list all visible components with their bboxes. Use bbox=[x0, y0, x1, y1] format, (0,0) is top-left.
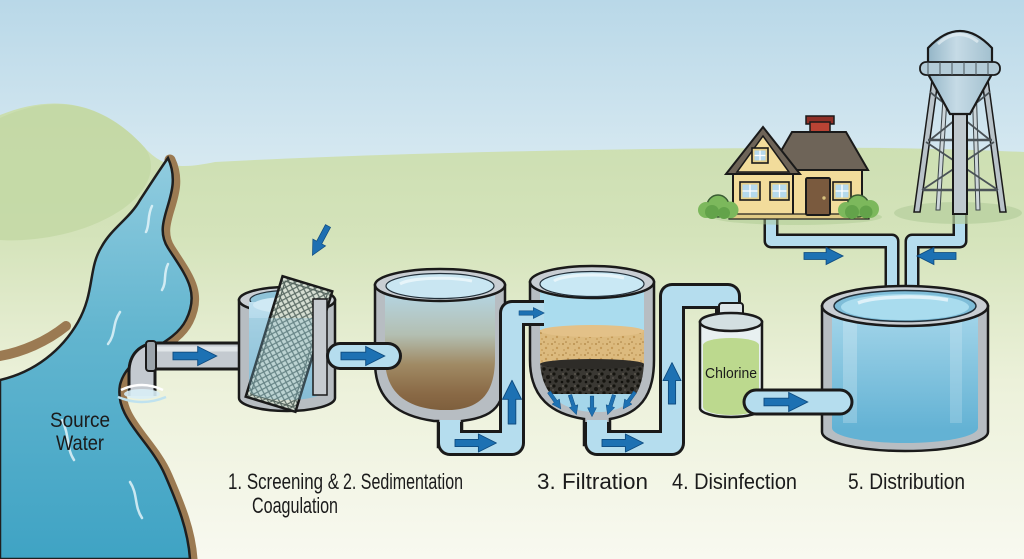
attic-window bbox=[751, 147, 769, 164]
sedimentation-tank bbox=[373, 267, 507, 449]
chlorine-label: Chlorine bbox=[705, 365, 757, 382]
stage-4-label: 4. Disinfection bbox=[672, 469, 797, 494]
pipe-sedimentation-to-filtration bbox=[437, 300, 545, 456]
house-main-roof bbox=[768, 131, 870, 171]
bushes bbox=[698, 194, 879, 219]
left-window bbox=[769, 181, 790, 201]
river-water bbox=[0, 155, 193, 559]
filtration-tank bbox=[528, 264, 656, 447]
tower-supply-pipe bbox=[907, 210, 965, 300]
tank5-water-front bbox=[832, 308, 978, 443]
labels: Source Water 1. Screening & Coagulation … bbox=[50, 409, 965, 518]
intake-pipe bbox=[117, 340, 250, 404]
source-water-label-line2: Water bbox=[56, 432, 104, 455]
pipe-collar bbox=[145, 340, 157, 372]
stage-3-label: 3. Filtration bbox=[537, 469, 648, 494]
water-tower bbox=[894, 29, 1022, 224]
house bbox=[698, 115, 882, 225]
right-window bbox=[832, 181, 852, 201]
house-door bbox=[805, 177, 831, 216]
house-supply-pipe bbox=[766, 213, 897, 300]
pipe-screening-to-sedimentation bbox=[326, 342, 402, 370]
tank1-water-overlay bbox=[249, 318, 325, 400]
stage-1-label-line2: Coagulation bbox=[252, 493, 338, 518]
river-ripples bbox=[60, 204, 170, 520]
stage-2-label: 2. Sedimentation bbox=[343, 469, 463, 494]
stage-1-label-line1: 1. Screening & bbox=[228, 469, 339, 494]
bottle-top bbox=[698, 311, 764, 333]
stage-5-label: 5. Distribution bbox=[848, 469, 965, 494]
tank2-water bbox=[385, 287, 495, 410]
distribution-pipes bbox=[763, 210, 968, 300]
river-bank-west bbox=[0, 321, 71, 361]
intake-splash bbox=[117, 383, 167, 404]
source-water-label-line1: Source bbox=[50, 409, 110, 432]
house-windows bbox=[739, 147, 852, 201]
tower-tank bbox=[919, 29, 1001, 116]
wing-window bbox=[739, 181, 761, 201]
door-knob bbox=[822, 196, 826, 200]
screening-tank bbox=[237, 274, 337, 414]
tank1-wall-cut bbox=[312, 298, 328, 396]
river bbox=[0, 154, 200, 559]
pipe-filtration-to-disinfection bbox=[584, 283, 741, 456]
distribution-tank bbox=[820, 284, 990, 453]
left-hill bbox=[0, 104, 151, 241]
pipe-disinfection-to-distribution bbox=[742, 388, 854, 416]
